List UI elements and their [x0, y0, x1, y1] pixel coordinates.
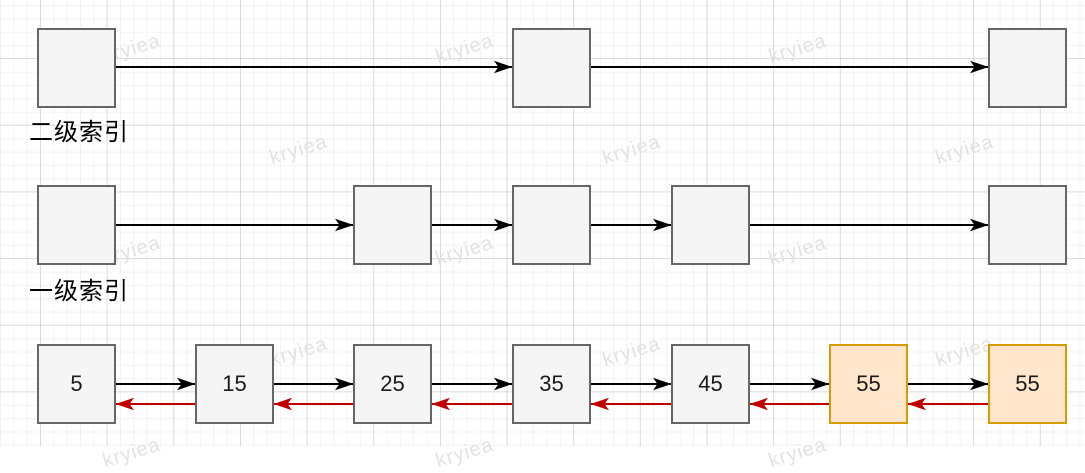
second-level-index-node-1	[512, 28, 591, 108]
data-level-node-6-value-55: 55	[988, 344, 1067, 424]
data-level-node-5-value-55: 55	[829, 344, 908, 424]
first-level-index-node-2	[512, 185, 591, 265]
nodes-layer: 5 15 25 35 45 55 55	[37, 28, 1067, 424]
data-level-node-0-value-5: 5	[37, 344, 116, 424]
data-level-node-2-value-25: 25	[353, 344, 432, 424]
second-level-index-node-2	[988, 28, 1067, 108]
label-first-level-index: 一级索引	[29, 278, 129, 305]
first-level-index-node-0	[37, 185, 116, 265]
second-level-index-node-0	[37, 28, 116, 108]
data-level-node-3-value-35: 35	[512, 344, 591, 424]
first-level-index-node-4	[988, 185, 1067, 265]
data-level-node-4-value-45: 45	[671, 344, 750, 424]
first-level-index-node-1	[353, 185, 432, 265]
data-level-node-1-value-15: 15	[195, 344, 274, 424]
first-level-index-node-3	[671, 185, 750, 265]
arrows-layer	[115, 60, 989, 411]
label-second-level-index: 二级索引	[29, 119, 129, 146]
